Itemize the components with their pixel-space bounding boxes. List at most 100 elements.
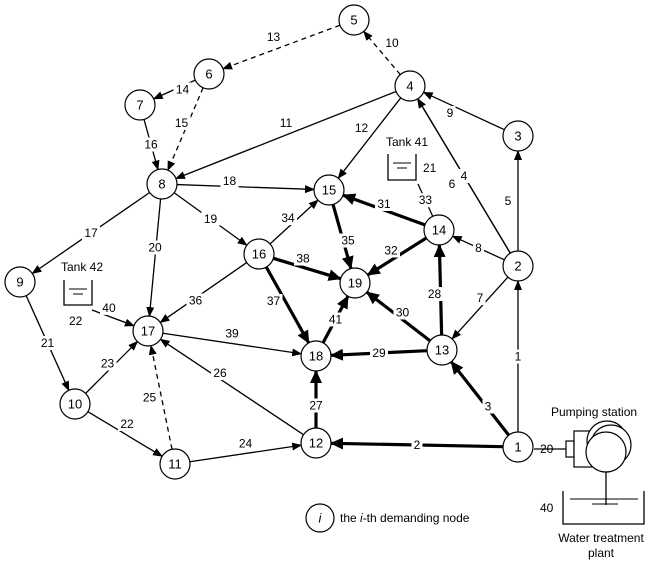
pipe-22 (87, 411, 163, 457)
pipe-label-28: 28 (428, 287, 442, 301)
pump-pipe-label: 20 (540, 442, 554, 456)
pipe-label-34: 34 (281, 211, 295, 225)
node-circle (313, 174, 345, 206)
pipe-7 (451, 276, 509, 340)
pipe-label-41: 41 (329, 313, 343, 327)
pipe-label-8: 8 (475, 241, 482, 255)
pipe-label-18: 18 (223, 174, 237, 188)
node-label: 13 (435, 343, 449, 358)
pipe-36 (159, 262, 248, 324)
node-label: 9 (16, 275, 23, 290)
node-circle (426, 334, 458, 366)
legend: i the i-th demanding node (305, 503, 470, 533)
node-label: 5 (350, 13, 357, 28)
pipe-label-2: 2 (414, 438, 421, 452)
pipe-label-11: 11 (280, 116, 293, 130)
node-circle (243, 238, 275, 270)
node-15: 15 (313, 174, 345, 206)
node-circle (59, 388, 91, 420)
pipe-label-24: 24 (239, 437, 253, 451)
node-circle (423, 214, 455, 246)
pipe-label-25: 25 (143, 391, 157, 405)
node-label: 4 (406, 79, 413, 94)
node-circle (300, 427, 332, 459)
plant-number: 40 (540, 501, 554, 515)
node-label: 12 (309, 436, 323, 451)
legend-node-icon (305, 503, 335, 533)
pipe-label-6: 6 (449, 177, 456, 191)
node-label: 18 (309, 349, 323, 364)
node-label: 8 (158, 177, 165, 192)
pipe-label-10: 10 (385, 36, 399, 50)
node-label: 19 (348, 276, 362, 291)
node-19: 19 (339, 267, 371, 299)
node-circle (132, 315, 164, 347)
pipe-10 (363, 30, 401, 75)
water-treatment-plant: 40 Water treatment plant (540, 491, 645, 560)
pipe-11 (175, 90, 397, 180)
pipe-38 (272, 256, 342, 281)
pipe-label-33: 33 (419, 193, 433, 207)
pipe-label-15: 15 (175, 116, 189, 130)
node-circle (300, 340, 332, 372)
pipe-label-31: 31 (377, 197, 391, 211)
node-16: 16 (243, 238, 275, 270)
node-circle (338, 4, 370, 36)
pipe-label-39: 39 (225, 327, 239, 341)
node-circle (146, 168, 178, 200)
node-label: 17 (141, 324, 155, 339)
pipe-15 (167, 87, 204, 172)
pipe-label-36: 36 (189, 294, 203, 308)
node-8: 8 (146, 168, 178, 200)
node-label: 10 (68, 397, 82, 412)
node-7: 7 (124, 89, 156, 121)
pipe-label-17: 17 (84, 226, 98, 240)
node-11: 11 (159, 448, 191, 480)
node-17: 17 (132, 315, 164, 347)
legend-text: the i-th demanding node (340, 511, 470, 525)
node-13: 13 (426, 334, 458, 366)
pumping-station: Pumping station 20 (534, 405, 637, 505)
pipe-3 (449, 360, 511, 437)
pipe-13 (222, 24, 341, 70)
pipe-label-13: 13 (267, 30, 281, 44)
pipe-label-21: 21 (41, 336, 55, 350)
pipe-label-12: 12 (355, 121, 369, 135)
node-label: 6 (205, 67, 212, 82)
node-label: 14 (432, 223, 446, 238)
pipe-label-16: 16 (144, 138, 158, 152)
node-4: 4 (394, 70, 426, 102)
pipe-39 (162, 332, 303, 357)
node-circle (502, 120, 534, 152)
pipe-12 (337, 97, 402, 179)
pipe-label-32: 32 (384, 244, 398, 258)
node-circle (4, 266, 36, 298)
node-circle (159, 448, 191, 480)
pipe-label-1: 1 (515, 350, 522, 364)
tank-41-number: 21 (423, 161, 437, 175)
pipe-label-4: 4 (461, 169, 468, 183)
pipe-label-22: 22 (120, 417, 134, 431)
reservoir-icon (562, 491, 645, 525)
tank-41: Tank 41 21 (386, 135, 437, 181)
plant-label-line2: plant (588, 546, 615, 560)
pipe-label-14: 14 (176, 83, 190, 97)
pumping-station-label: Pumping station (551, 405, 637, 419)
node-circle (124, 89, 156, 121)
pipe-40 (91, 309, 135, 327)
tank-42-number: 22 (69, 314, 83, 328)
node-10: 10 (59, 388, 91, 420)
pipe-label-40: 40 (102, 301, 116, 315)
tank-42-icon (63, 280, 93, 306)
pipe-26 (159, 338, 304, 436)
pipe-label-35: 35 (341, 234, 355, 248)
pipe-label-26: 26 (213, 366, 227, 380)
node-label: 3 (514, 129, 521, 144)
pipe-24 (189, 442, 303, 463)
pipe-label-9: 9 (447, 106, 454, 120)
node-label: 7 (136, 98, 143, 113)
pipe-20 (146, 198, 162, 318)
pipe-label-23: 23 (101, 357, 115, 371)
